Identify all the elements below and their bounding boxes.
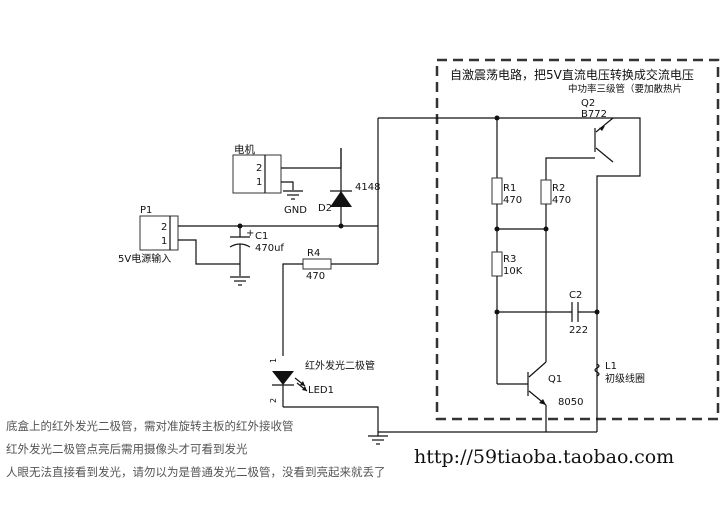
led1-pin1: 1 [269, 358, 278, 363]
q1-value: 8050 [558, 397, 583, 408]
junction-dot [338, 223, 344, 229]
motor-connector-body [232, 154, 282, 194]
q2-ref: Q2 [581, 98, 595, 109]
motor-ref: 电机 [234, 143, 255, 156]
r3-ref: R3 [503, 254, 516, 265]
r4-left-wire [282, 263, 303, 356]
d2-ref: D2 [318, 203, 332, 214]
d2-diode-symbol [330, 191, 352, 207]
led1-emission-arrows [294, 377, 308, 392]
p1-pin2: 2 [161, 222, 167, 233]
motor-gnd-symbol [283, 190, 303, 200]
q2-value: B772 [581, 109, 607, 120]
gnd-rail [178, 239, 240, 265]
motor-pin2: 2 [256, 163, 262, 174]
c1-value: 470uf [255, 243, 284, 254]
r2-ref: R2 [552, 183, 565, 194]
led1-ref: LED1 [308, 385, 334, 396]
oscillator-dashed-boundary [435, 58, 720, 421]
d2-value: 4148 [355, 182, 380, 193]
junction-dot [594, 309, 600, 315]
c1-ref: C1 [255, 231, 268, 242]
led1-pin2: 2 [269, 398, 278, 403]
note-line-2: 红外发光二极管点亮后需用摄像头才可看到发光 [6, 442, 248, 456]
q2-emitter-arrow [599, 126, 605, 131]
oscillator-title: 自激震荡电路，把5V直流电压转换成交流电压 [450, 67, 694, 82]
r3-resistor [491, 251, 503, 277]
p1-pin1: 1 [161, 236, 167, 247]
p1-desc: 5V电源输入 [118, 252, 171, 265]
p1-ref: P1 [140, 205, 152, 216]
motor-pin1-wire [281, 181, 294, 190]
l1-ref: L1 [605, 361, 617, 372]
q1-emitter-arrow [539, 399, 546, 405]
junction-dot [494, 226, 500, 232]
q1-ref: Q1 [548, 374, 562, 385]
led1-gnd-wire [283, 406, 379, 432]
motor-pin1: 1 [256, 177, 262, 188]
q2-collector [595, 147, 614, 163]
transistor-note: 中功率三级管（要加散热片 [568, 83, 682, 95]
main-gnd-symbol [368, 432, 388, 445]
r1-value: 470 [503, 195, 522, 206]
p1-connector-body [139, 215, 179, 251]
motor-pin2-wire [281, 148, 342, 169]
r1-resistor [491, 177, 503, 205]
c1-gnd-symbol [230, 276, 250, 286]
r1-ref: R1 [503, 183, 516, 194]
r4-ref: R4 [307, 248, 320, 259]
note-line-1: 底盒上的红外发光二极管，需对准旋转主板的红外接收管 [6, 419, 294, 433]
junction-dot [543, 226, 549, 232]
l1-desc: 初级线圈 [605, 372, 645, 385]
junction-dot [494, 309, 500, 315]
r2-value: 470 [552, 195, 571, 206]
q1-collector [528, 361, 547, 378]
r3-value: 10K [503, 266, 523, 277]
led1-desc: 红外发光二极管 [305, 359, 375, 372]
q2-emitter [595, 117, 614, 133]
c1-polarity: + [246, 228, 254, 239]
l1-coil [594, 363, 600, 377]
c2-value: 222 [569, 325, 588, 336]
motor-gnd-label: GND [284, 205, 307, 216]
r4-resistor [302, 258, 332, 270]
r2-resistor [540, 179, 552, 205]
c2-ref: C2 [569, 290, 582, 301]
q2-collector-wire [596, 117, 641, 432]
q2-base-wire [545, 157, 595, 180]
watermark-url: http://59tiaoba.taobao.com [414, 446, 674, 468]
r4-value: 470 [306, 271, 325, 282]
led1-diode-symbol [272, 371, 294, 385]
note-line-3: 人眼无法直接看到发光，请勿以为是普通发光二极管，没看到亮起来就丢了 [6, 465, 386, 479]
